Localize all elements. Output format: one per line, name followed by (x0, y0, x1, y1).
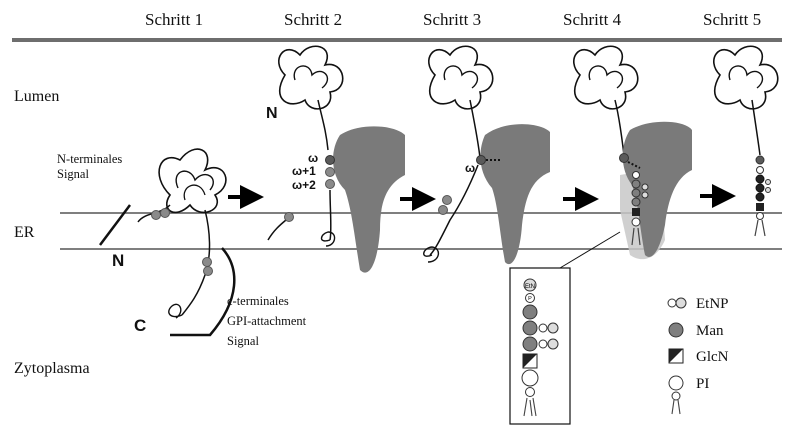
header-rule (12, 38, 782, 42)
step2-omega-label: ω (308, 151, 318, 165)
step1-c-bead-2 (204, 267, 213, 276)
step-5-header: Schritt 5 (703, 10, 761, 29)
legend: EtNP Man GlcN PI (668, 296, 729, 414)
legend-man-label: Man (696, 323, 724, 339)
step1-n-label: N (112, 251, 124, 270)
inset-p-top: P (528, 296, 532, 302)
n-signal-label-line2: Signal (57, 167, 89, 181)
step2-transamidase (333, 126, 405, 272)
step5-gpi-anchor (755, 156, 771, 236)
step1-signal-bead-2 (161, 209, 170, 218)
legend-pi-label: PI (696, 376, 709, 392)
step1-signal-bead-1 (152, 211, 161, 220)
legend-etnp-etn-icon (676, 298, 686, 308)
n-signal-label-line1: N-terminales (57, 152, 122, 166)
step2-omega-bead (326, 156, 335, 165)
step4-omega-bead (620, 154, 629, 163)
legend-etnp-p-icon (668, 299, 676, 307)
step3-omega-label: ω (465, 161, 475, 175)
c-signal-label-line3: Signal (227, 334, 259, 348)
inset-connector (560, 232, 620, 268)
step3-transamidase (480, 124, 550, 264)
legend-pi-tails (672, 400, 680, 414)
inset-etn-top: EtN (525, 284, 535, 290)
step3-omega-bead (477, 156, 486, 165)
c-signal-label-line1: c-terminales (227, 294, 289, 308)
region-cytoplasm: Zytoplasma (14, 360, 90, 377)
region-lumen: Lumen (14, 88, 59, 105)
step2-omega2-label: ω+2 (292, 178, 316, 192)
step2-omega2-bead (326, 180, 335, 189)
step-1-header: Schritt 1 (145, 10, 203, 29)
step3-bead-2 (439, 206, 448, 215)
legend-glcn-label: GlcN (696, 349, 729, 365)
step2-omega1-label: ω+1 (292, 164, 316, 178)
step-2-header: Schritt 2 (284, 10, 342, 29)
legend-pi-p-icon (672, 392, 680, 400)
step-1-protein (138, 149, 226, 318)
c-signal-label-line2: GPI-attachment (227, 314, 307, 328)
step2-omega1-bead (326, 168, 335, 177)
step2-cleaved-signal (268, 220, 286, 240)
step-3-header: Schritt 3 (423, 10, 481, 29)
legend-man-icon (669, 323, 683, 337)
legend-pi-icon (669, 376, 683, 390)
step1-n-bracket (100, 205, 130, 245)
step1-c-label: C (134, 316, 146, 335)
legend-etnp-label: EtNP (696, 296, 729, 312)
step-4-header: Schritt 4 (563, 10, 622, 29)
region-er: ER (14, 224, 35, 241)
step3-bead-1 (443, 196, 452, 205)
step2-n-label: N (266, 105, 278, 122)
step2-signal-bead (285, 213, 294, 222)
step1-c-bead-1 (203, 258, 212, 267)
step-5-protein (714, 46, 778, 155)
